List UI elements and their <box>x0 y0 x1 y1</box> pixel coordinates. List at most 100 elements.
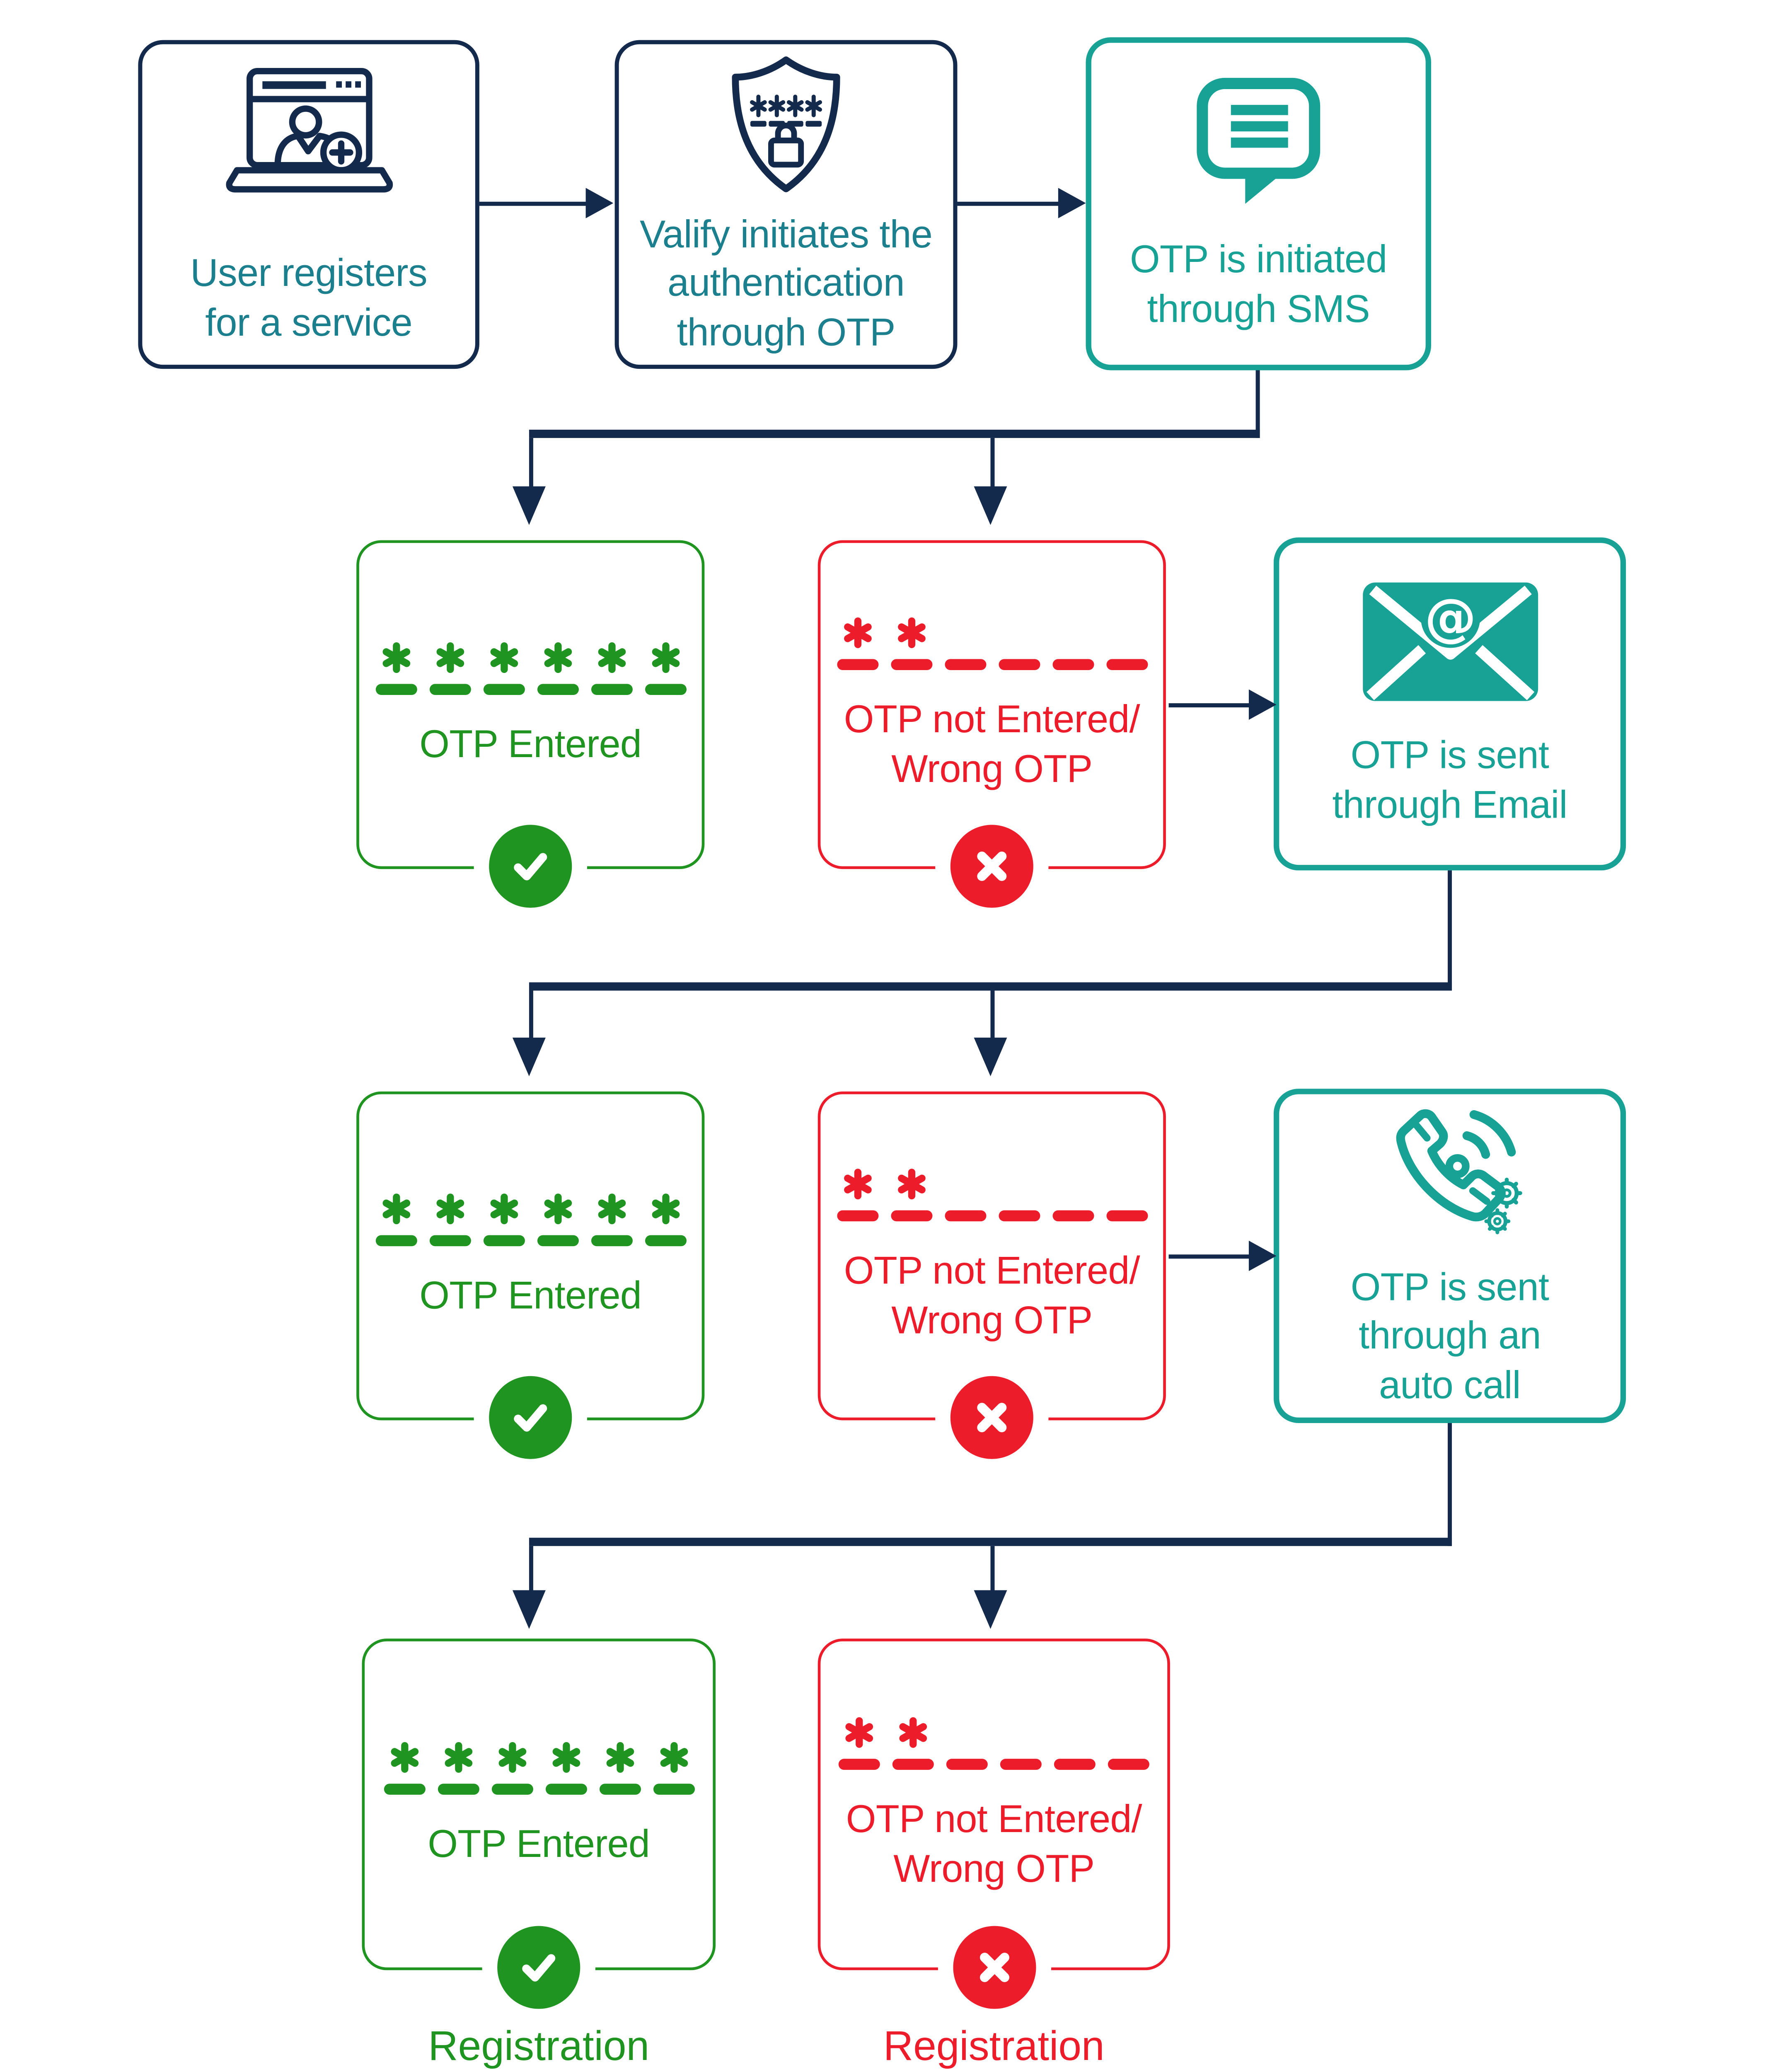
node-label: User registers for a service <box>190 252 427 344</box>
dash-icon <box>944 659 986 670</box>
dash-icon <box>599 1783 641 1794</box>
dash-icon <box>1105 1210 1147 1222</box>
asterisk-icon <box>897 1169 925 1200</box>
dash-icon <box>590 683 632 695</box>
node-label: OTP is sent through Email <box>1332 734 1567 826</box>
arrow-right-icon <box>1248 689 1277 720</box>
connector-branch-wrong-autocall <box>989 1546 994 1593</box>
check-circle-icon <box>489 1376 572 1459</box>
otp-mask-full <box>383 1740 694 1794</box>
asterisk-icon <box>897 617 925 648</box>
cross-circle-icon <box>950 825 1033 908</box>
node-otp-email: @ OTP is sent through Email <box>1273 537 1626 871</box>
asterisk-icon <box>659 1741 687 1772</box>
asterisk-icon <box>843 1169 871 1200</box>
connector-email-split <box>529 982 1452 991</box>
dash-icon <box>537 1234 578 1246</box>
otp-mask-partial <box>838 1716 1149 1770</box>
dash-icon <box>998 659 1040 670</box>
node-otp-autocall: OTP is sent through an auto call <box>1273 1089 1626 1423</box>
connector-autocall-split <box>529 1537 1452 1546</box>
asterisk-icon <box>489 642 518 673</box>
node-otp-entered-sms: OTP Entered <box>356 540 705 908</box>
dash-icon <box>836 659 878 670</box>
cross-circle-icon <box>950 1376 1033 1459</box>
check-circle-icon <box>497 1926 580 2009</box>
asterisk-icon <box>498 1741 526 1772</box>
asterisk-icon <box>382 1193 410 1224</box>
dash-icon <box>944 1210 986 1222</box>
node-label: OTP is sent through an auto call <box>1350 1265 1549 1406</box>
asterisk-icon <box>435 642 464 673</box>
dash-icon <box>892 1759 934 1770</box>
arrow-down-icon <box>974 1037 1007 1077</box>
dash-icon <box>836 1210 878 1222</box>
dash-icon <box>653 1783 694 1794</box>
arrow-line-register-valify <box>479 201 589 206</box>
dash-icon <box>429 1234 471 1246</box>
node-otp-entered-email: OTP Entered <box>356 1091 705 1459</box>
connector-sms-down <box>1255 370 1260 438</box>
otp-mask-partial <box>836 616 1147 670</box>
asterisk-icon <box>597 1193 625 1224</box>
asterisk-icon <box>597 642 625 673</box>
connector-sms-split <box>529 429 1260 438</box>
asterisk-icon <box>489 1193 518 1224</box>
dash-icon <box>383 1783 425 1794</box>
node-otp-entered-autocall: OTP Entered <box>362 1639 716 2009</box>
node-valify-initiates: Valify initiates the authentication thro… <box>614 40 958 369</box>
dash-icon <box>946 1759 988 1770</box>
connector-branch-entered-sms <box>528 438 533 489</box>
dash-icon <box>537 683 578 695</box>
arrow-right-icon <box>1248 1240 1277 1271</box>
arrow-down-icon <box>512 486 546 525</box>
connector-branch-entered-autocall <box>528 1546 533 1593</box>
dash-icon <box>890 1210 932 1222</box>
check-circle-icon <box>489 825 572 908</box>
node-label: OTP not Entered/ Wrong OTP <box>844 697 1140 790</box>
node-otp-wrong-email: OTP not Entered/ Wrong OTP <box>817 1091 1166 1459</box>
arrow-right-icon <box>585 188 614 218</box>
dash-icon <box>1105 659 1147 670</box>
node-label: OTP Entered <box>419 1273 642 1317</box>
dash-icon <box>483 1234 525 1246</box>
connector-branch-wrong-email <box>989 990 994 1041</box>
asterisk-icon <box>435 1193 464 1224</box>
otp-mask-full <box>375 1192 686 1246</box>
asterisk-icon <box>899 1717 927 1748</box>
email-at-icon: @ <box>1357 578 1543 707</box>
connector-branch-wrong-sms <box>989 438 994 489</box>
node-label: OTP Entered <box>428 1822 650 1865</box>
node-label: OTP Entered <box>419 722 642 765</box>
dash-icon <box>1052 659 1093 670</box>
arrow-down-icon <box>512 1037 546 1077</box>
browser-user-add-icon <box>213 61 404 224</box>
caption-registration-successful: Registration Successful <box>428 2024 650 2070</box>
arrow-line-wrong-autocall <box>1168 1254 1252 1259</box>
dash-icon <box>483 683 525 695</box>
dash-icon <box>1000 1759 1042 1770</box>
dash-icon <box>890 659 932 670</box>
dash-icon <box>590 1234 632 1246</box>
dash-icon <box>1054 1759 1096 1770</box>
dash-icon <box>644 683 686 695</box>
asterisk-icon <box>651 642 679 673</box>
caption-registration-unsuccessful: Registration Unsuccessful <box>883 2024 1105 2070</box>
connector-email-down <box>1448 870 1452 991</box>
arrow-down-icon <box>974 486 1007 525</box>
asterisk-icon <box>390 1741 418 1772</box>
arrow-down-icon <box>974 1590 1007 1629</box>
dash-icon <box>644 1234 686 1246</box>
dash-icon <box>437 1783 479 1794</box>
dash-icon <box>1108 1759 1149 1770</box>
connector-branch-entered-email <box>528 990 533 1041</box>
dash-icon <box>545 1783 587 1794</box>
chat-bubble-icon <box>1192 74 1325 211</box>
dash-icon <box>429 683 471 695</box>
arrow-right-icon <box>1058 188 1086 218</box>
node-user-registers: User registers for a service <box>138 40 479 369</box>
asterisk-icon <box>651 1193 679 1224</box>
asterisk-icon <box>543 1193 571 1224</box>
dash-icon <box>375 1234 417 1246</box>
